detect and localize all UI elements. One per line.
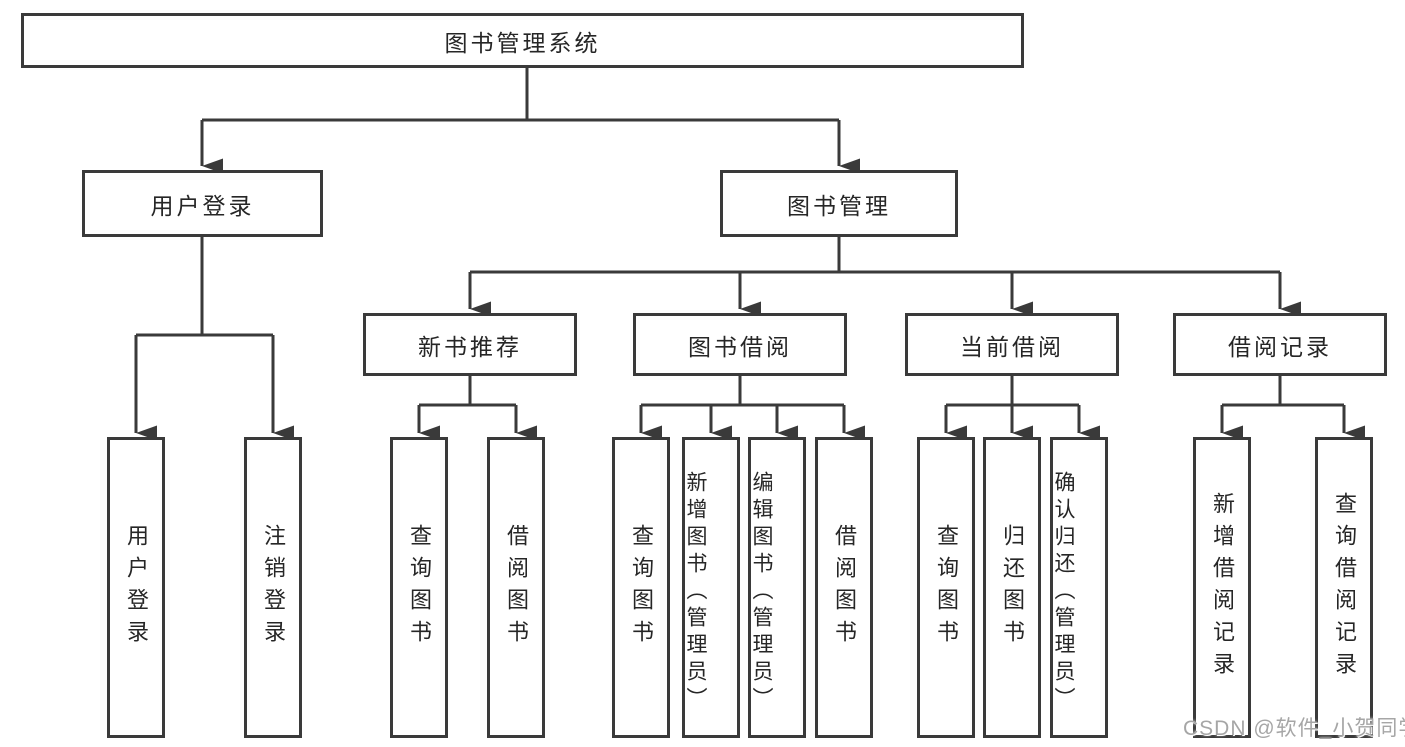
node-book-borrow: 图书借阅: [633, 313, 847, 376]
leaf-add-record-label: 新增借阅记录: [1210, 491, 1235, 684]
leaf-query-book-2-label: 查询图书: [629, 523, 654, 652]
leaf-user-login: 用户登录: [107, 437, 165, 738]
leaf-borrow-book-1-label: 借阅图书: [504, 523, 529, 652]
csdn-watermark: CSDN @软件_小贺同学: [1183, 717, 1405, 740]
node-new-book-rec: 新书推荐: [363, 313, 577, 376]
leaf-return-book: 归还图书: [983, 437, 1041, 738]
node-user-login: 用户登录: [82, 170, 323, 237]
leaf-query-book-1-label: 查询图书: [407, 523, 432, 652]
leaf-edit-book-label: 编辑图书（管理员）: [750, 471, 773, 714]
node-new-book-rec-label: 新书推荐: [418, 333, 522, 360]
node-book-mgmt: 图书管理: [720, 170, 958, 237]
leaf-query-record: 查询借阅记录: [1315, 437, 1373, 738]
node-borrow-records: 借阅记录: [1173, 313, 1387, 376]
leaf-query-book-3-label: 查询图书: [934, 523, 959, 652]
leaf-confirm-return: 确认归还（管理员）: [1050, 437, 1108, 738]
leaf-logout: 注销登录: [244, 437, 302, 738]
leaf-add-book: 新增图书（管理员）: [682, 437, 740, 738]
leaf-user-login-label: 用户登录: [124, 523, 149, 652]
node-current-borrow-label: 当前借阅: [960, 333, 1064, 360]
node-root-label: 图书管理系统: [444, 29, 601, 56]
leaf-edit-book: 编辑图书（管理员）: [748, 437, 806, 738]
leaf-borrow-book-2: 借阅图书: [815, 437, 873, 738]
node-borrow-records-label: 借阅记录: [1228, 333, 1332, 360]
node-book-mgmt-label: 图书管理: [787, 192, 891, 219]
leaf-confirm-return-label: 确认归还（管理员）: [1052, 471, 1075, 714]
leaf-query-book-3: 查询图书: [917, 437, 975, 738]
node-root: 图书管理系统: [21, 13, 1024, 68]
leaf-query-book-1: 查询图书: [390, 437, 448, 738]
node-current-borrow: 当前借阅: [905, 313, 1119, 376]
leaf-logout-label: 注销登录: [261, 523, 286, 652]
node-book-borrow-label: 图书借阅: [688, 333, 792, 360]
leaf-query-book-2: 查询图书: [612, 437, 670, 738]
leaf-return-book-label: 归还图书: [1000, 523, 1025, 652]
leaf-add-record: 新增借阅记录: [1193, 437, 1251, 738]
leaf-borrow-book-2-label: 借阅图书: [832, 523, 857, 652]
leaf-add-book-label: 新增图书（管理员）: [684, 471, 707, 714]
leaf-borrow-book-1: 借阅图书: [487, 437, 545, 738]
leaf-query-record-label: 查询借阅记录: [1332, 491, 1357, 684]
node-user-login-label: 用户登录: [150, 192, 255, 219]
